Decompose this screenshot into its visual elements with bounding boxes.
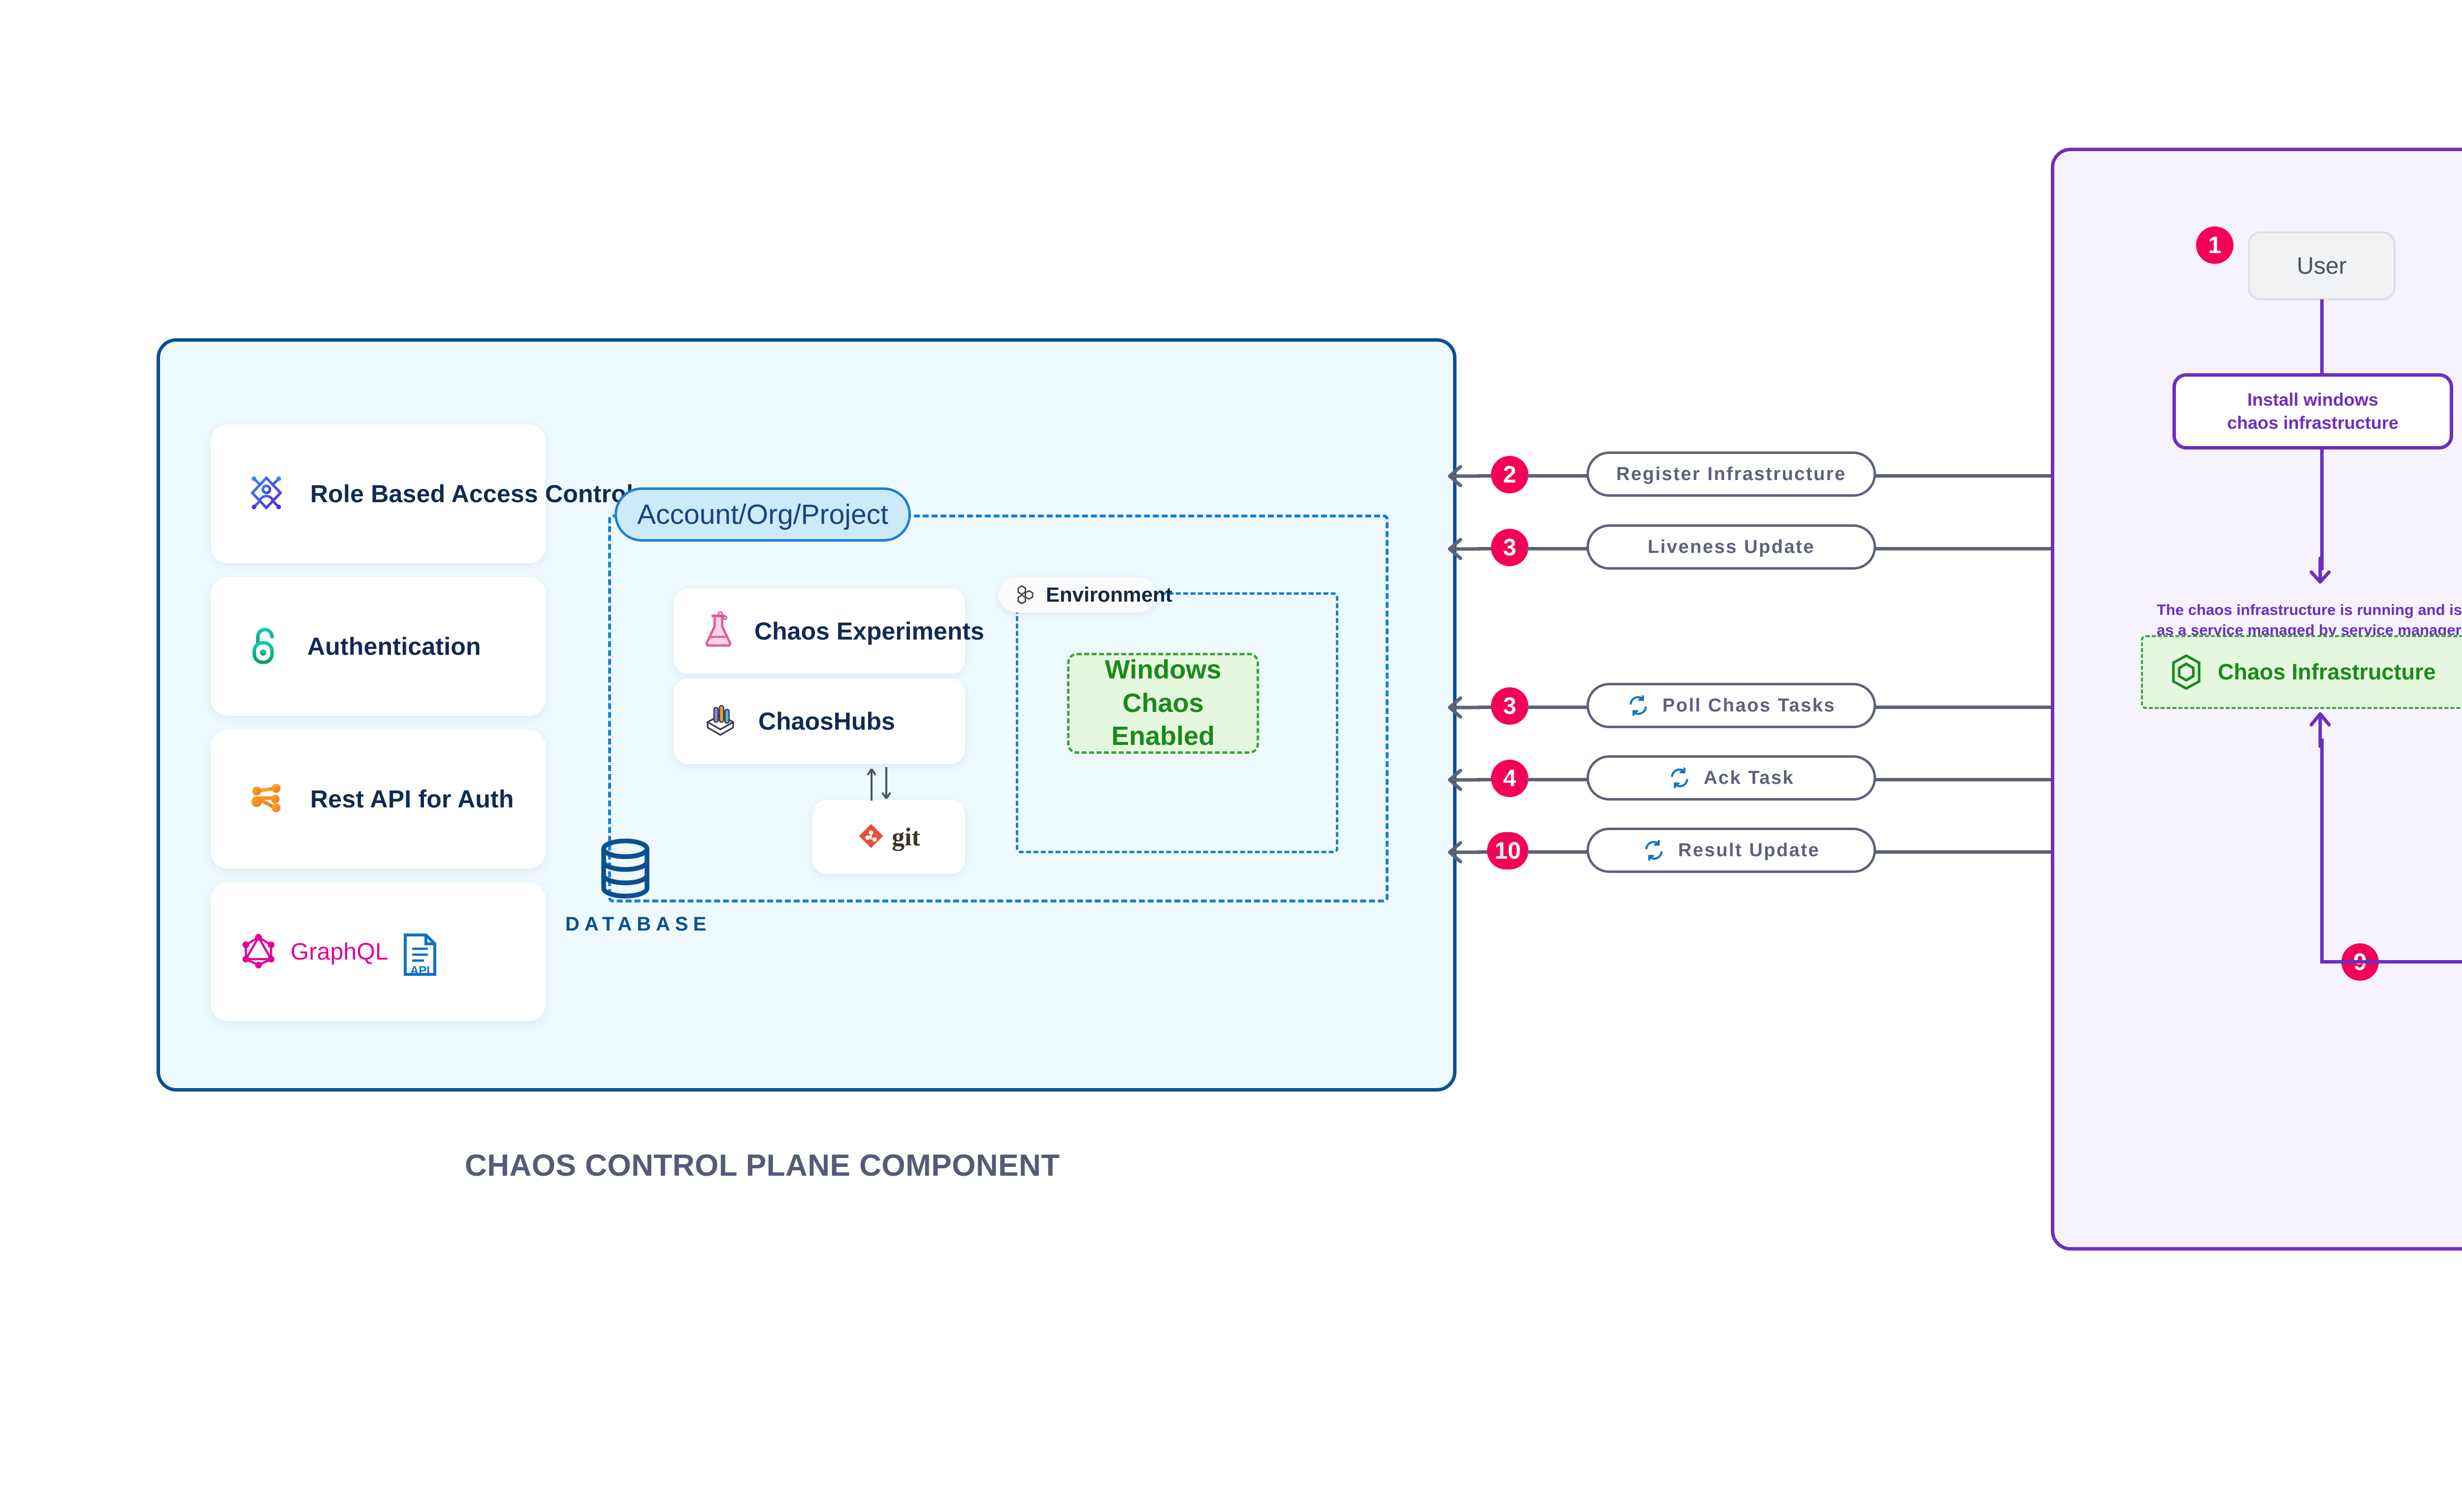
feature-label: Authentication [307,633,481,660]
connector-line [1526,706,1590,709]
feature-label: GraphQL [291,938,389,965]
unlock-icon [245,624,285,669]
sync-icon [1643,839,1665,862]
resource-card-chaoshubs[interactable]: ChaosHubs [674,678,965,764]
connector-line [1526,778,1590,781]
connector-pill-liveness-update[interactable]: Liveness Update [1587,524,1876,570]
connector-label: Register Infrastructure [1616,463,1846,484]
connector-pill-register-infrastructure[interactable]: Register Infrastructure [1587,451,1876,497]
flow-line [2320,739,2324,963]
chaos-infrastructure-node[interactable]: Chaos Infrastructure [2141,635,2462,709]
feature-card-rbac[interactable]: Role Based Access Control [211,424,633,563]
step-badge-2: 2 [1491,456,1528,493]
badge-number: 3 [1503,534,1517,561]
connector-line [1874,778,2053,781]
connector-label: Result Update [1678,839,1820,861]
chaos-infrastructure-label: Chaos Infrastructure [2218,659,2436,684]
connector-pill-ack-task[interactable]: Ack Task [1587,755,1876,801]
hexagons-icon [1014,584,1034,605]
arrow-left-icon [1448,465,1482,487]
connector-line [1874,850,2053,854]
api-doc-icon: API [400,932,440,980]
arrow-down-icon [2309,556,2331,584]
install-label: Install windows chaos infrastructure [2227,389,2399,433]
feature-card-authentication[interactable]: Authentication [211,577,546,716]
connector-line [1526,474,1590,478]
database-label: DATABASE [565,913,712,935]
git-card[interactable]: git [812,800,965,874]
connector-label: Liveness Update [1648,536,1815,557]
user-node[interactable]: User [2248,231,2396,300]
flask-icon [702,611,735,652]
windows-chaos-label: Windows Chaos Enabled [1104,655,1222,751]
step-badge-4: 4 [1491,760,1528,797]
rbac-icon [245,472,288,516]
step-badge-3b: 3 [1491,687,1528,725]
feature-card-graphql[interactable]: GraphQL API [211,882,546,1021]
windows-chaos-enabled-box: Windows Chaos Enabled [1067,653,1259,754]
git-label: git [892,823,920,851]
badge-number: 3 [1503,693,1517,719]
connector-pill-poll-chaos-tasks[interactable]: Poll Chaos Tasks [1587,683,1876,728]
flow-line [2320,450,2324,570]
test-tube-rack-icon [702,702,739,741]
bidirectional-arrows-icon [867,767,891,801]
resource-label: Chaos Experiments [754,617,984,645]
note-infrastructure-running: The chaos infrastructure is running and … [2157,580,2462,641]
svg-text:API: API [410,964,430,977]
environment-chip[interactable]: Environment [999,577,1172,612]
connector-line [1874,547,2053,550]
arrow-left-icon [1448,538,1482,560]
feature-label: Rest API for Auth [310,785,514,813]
flow-line [2320,960,2462,964]
account-org-project-pill[interactable]: Account/Org/Project [615,487,911,542]
resource-label: ChaosHubs [758,708,895,735]
install-windows-chaos-infrastructure-box[interactable]: Install windows chaos infrastructure [2172,373,2453,450]
connector-pill-result-update[interactable]: Result Update [1587,828,1876,873]
sync-icon [1627,694,1650,717]
badge-number: 1 [2208,232,2222,258]
step-badge-1: 1 [2196,226,2234,264]
connector-line [1526,850,1590,854]
note-text: The chaos infrastructure is running and … [2157,601,2462,639]
control-plane-title: CHAOS CONTROL PLANE COMPONENT [465,1149,1060,1183]
account-org-project-region [608,515,1389,902]
environment-region [1016,592,1338,853]
harness-hex-icon [2170,653,2203,691]
resource-card-chaos-experiments[interactable]: Chaos Experiments [674,588,984,674]
badge-number: 2 [1503,461,1517,488]
environment-label: Environment [1046,583,1172,606]
connector-line [1874,706,2053,709]
connector-label: Poll Chaos Tasks [1662,695,1836,716]
database-icon [596,837,655,902]
user-label: User [2297,253,2347,279]
graphql-icon [238,931,279,973]
git-icon [857,822,885,852]
step-badge-10: 10 [1487,832,1528,869]
arrow-left-icon [1448,696,1482,719]
badge-number: 10 [1494,837,1521,864]
arrow-left-icon [1448,769,1482,791]
connector-line [1874,474,2053,478]
flow-line [2320,299,2324,373]
arrow-up-icon [2309,712,2331,748]
sync-icon [1668,767,1691,789]
badge-number: 4 [1503,765,1517,792]
scope-pill-label: Account/Org/Project [637,499,889,530]
step-badge-3a: 3 [1491,529,1528,566]
share-nodes-icon [245,777,288,822]
connector-line [1526,547,1590,550]
feature-card-rest-api[interactable]: Rest API for Auth [211,730,546,869]
arrow-left-icon [1448,841,1482,864]
connector-label: Ack Task [1703,767,1795,788]
feature-label: Role Based Access Control [310,480,634,508]
